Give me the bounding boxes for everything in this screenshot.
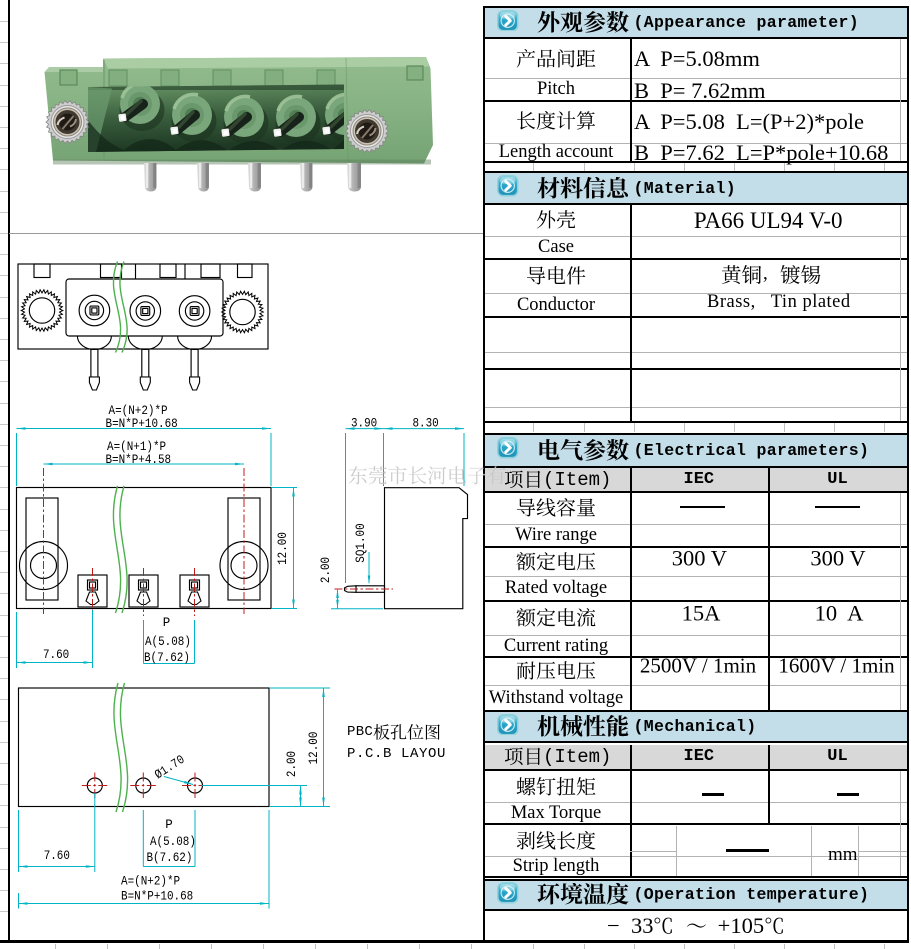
- svg-text:SQ1.00: SQ1.00: [354, 523, 368, 562]
- svg-text:12.00: 12.00: [276, 532, 290, 565]
- svg-text:P: P: [163, 616, 171, 630]
- svg-text:A=(N+1)*P: A=(N+1)*P: [107, 440, 166, 454]
- svg-text:P: P: [165, 818, 173, 832]
- svg-text:2.00: 2.00: [285, 751, 299, 777]
- svg-text:B(7.62): B(7.62): [147, 851, 193, 865]
- svg-text:B(7.62): B(7.62): [144, 651, 190, 665]
- svg-text:A=(N+2)*P: A=(N+2)*P: [109, 404, 168, 418]
- svg-text:A(5.08): A(5.08): [145, 635, 191, 649]
- svg-text:A(5.08): A(5.08): [150, 835, 196, 849]
- svg-text:8.30: 8.30: [413, 417, 439, 431]
- svg-text:7.60: 7.60: [43, 648, 69, 662]
- svg-text:3.90: 3.90: [351, 417, 377, 431]
- svg-text:B=N*P+10.68: B=N*P+10.68: [121, 890, 193, 904]
- svg-text:7.60: 7.60: [44, 849, 70, 863]
- svg-text:B=N*P+4.58: B=N*P+4.58: [106, 453, 172, 467]
- svg-text:A=(N+2)*P: A=(N+2)*P: [121, 875, 180, 889]
- svg-text:B=N*P+10.68: B=N*P+10.68: [106, 417, 178, 431]
- svg-text:2.00: 2.00: [319, 557, 333, 583]
- svg-text:12.00: 12.00: [307, 732, 321, 765]
